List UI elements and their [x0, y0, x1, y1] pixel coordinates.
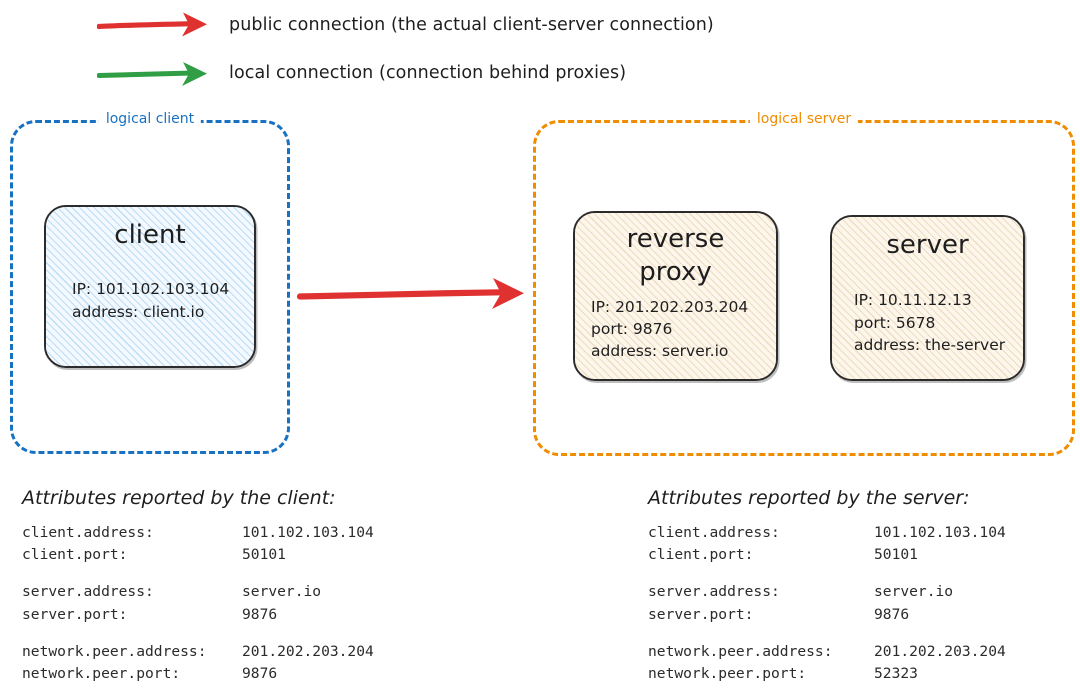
attributes-server-table: client.address: 101.102.103.104 client.p… — [648, 522, 1006, 685]
attr-value: 9876 — [242, 605, 278, 623]
node-server-title: server — [886, 230, 969, 260]
table-row: network.peer.port: 9876 — [22, 663, 374, 685]
attr-key: server.address: — [22, 583, 154, 601]
attr-value: 201.202.203.204 — [242, 642, 374, 660]
node-reverse-proxy-prop-ip: IP: 201.202.203.204 — [591, 297, 749, 316]
node-server-prop-ip: IP: 10.11.12.13 — [854, 291, 972, 310]
table-row-spacer — [22, 566, 374, 581]
node-reverse-proxy-prop-port: port: 9876 — [591, 320, 673, 338]
node-server-prop-port: port: 5678 — [854, 313, 936, 332]
table-row: server.address: server.io — [22, 581, 374, 603]
attributes-reported-by-server: Attributes reported by the server: clien… — [648, 487, 1006, 685]
node-client-prop-ip: IP: 101.102.103.104 — [72, 280, 230, 299]
attr-key: client.address: — [648, 524, 780, 541]
table-row: server.address: server.io — [648, 581, 1006, 603]
legend-item-public-connection: public connection (the actual client-ser… — [97, 8, 714, 42]
table-row: network.peer.address: 201.202.203.204 — [22, 641, 374, 663]
table-row: client.port: 50101 — [22, 544, 374, 566]
table-row: client.address: 101.102.103.104 — [648, 522, 1006, 544]
table-row: network.peer.port: 52323 — [648, 663, 1006, 685]
node-client-properties: IP: 101.102.103.104 address: client.io — [46, 278, 254, 323]
attr-value: 9876 — [874, 605, 910, 623]
red-arrow-icon — [97, 12, 207, 37]
node-server-properties: IP: 10.11.12.13 port: 5678 address: the-… — [832, 289, 1023, 356]
client-hatch-fill — [46, 207, 254, 366]
node-client-title: client — [114, 220, 186, 250]
node-server: server IP: 10.11.12.13 port: 5678 addres… — [830, 215, 1025, 381]
attr-key: network.peer.port: — [648, 664, 807, 682]
attributes-server-heading: Attributes reported by the server: — [648, 487, 970, 509]
green-arrow-icon — [97, 62, 207, 86]
attr-key: network.peer.address: — [648, 642, 833, 660]
public-connection-arrow-icon — [296, 278, 524, 309]
attr-value: server.io — [242, 583, 322, 601]
attr-value: server.io — [874, 583, 954, 601]
attr-key: client.port: — [648, 546, 754, 564]
node-client: client IP: 101.102.103.104 address: clie… — [44, 205, 256, 368]
logical-client-group: logical client client IP: 101.102.103.10… — [10, 111, 290, 454]
attr-key: server.port: — [648, 605, 754, 623]
node-client-prop-address: address: client.io — [72, 302, 205, 321]
table-row: server.port: 9876 — [22, 604, 374, 626]
node-reverse-proxy-prop-address: address: server.io — [591, 342, 729, 361]
table-row-spacer — [22, 626, 374, 641]
legend-label-public-connection: public connection (the actual client-ser… — [229, 15, 714, 35]
node-server-prop-address: address: the-server — [854, 336, 1006, 355]
logical-client-label: logical client — [98, 111, 202, 127]
table-row: client.address: 101.102.103.104 — [22, 522, 374, 544]
attr-value: 101.102.103.104 — [242, 524, 374, 541]
logical-server-group: logical server reverse proxy IP: 201.202… — [533, 111, 1075, 456]
table-row-spacer — [648, 566, 1006, 581]
attributes-reported-by-client: Attributes reported by the client: clien… — [22, 487, 374, 685]
attr-key: server.port: — [22, 605, 128, 623]
attr-value: 201.202.203.204 — [874, 642, 1006, 660]
attr-key: client.port: — [22, 546, 128, 564]
attr-value: 101.102.103.104 — [874, 524, 1006, 541]
node-reverse-proxy: reverse proxy IP: 201.202.203.204 port: … — [573, 211, 778, 381]
attr-value: 9876 — [242, 664, 278, 682]
attr-key: network.peer.port: — [22, 664, 181, 682]
reverse-proxy-hatch-fill — [575, 213, 776, 379]
attr-value: 50101 — [874, 546, 918, 564]
attr-value: 50101 — [242, 546, 286, 564]
attributes-client-heading: Attributes reported by the client: — [22, 487, 336, 509]
logical-server-label: logical server — [749, 111, 859, 127]
attr-value: 52323 — [874, 664, 918, 682]
table-row: client.port: 50101 — [648, 544, 1006, 566]
table-row: network.peer.address: 201.202.203.204 — [648, 641, 1006, 663]
legend-label-local-connection: local connection (connection behind prox… — [229, 63, 627, 83]
server-hatch-fill — [832, 217, 1023, 379]
table-row: server.port: 9876 — [648, 604, 1006, 626]
node-reverse-proxy-properties: IP: 201.202.203.204 port: 9876 address: … — [575, 296, 776, 363]
attr-key: client.address: — [22, 524, 154, 541]
node-reverse-proxy-title: reverse proxy — [626, 224, 725, 288]
attr-key: network.peer.address: — [22, 642, 207, 660]
attributes-client-table: client.address: 101.102.103.104 client.p… — [22, 522, 374, 685]
legend-item-local-connection: local connection (connection behind prox… — [97, 56, 626, 90]
table-row-spacer — [648, 626, 1006, 641]
attr-key: server.address: — [648, 583, 780, 601]
